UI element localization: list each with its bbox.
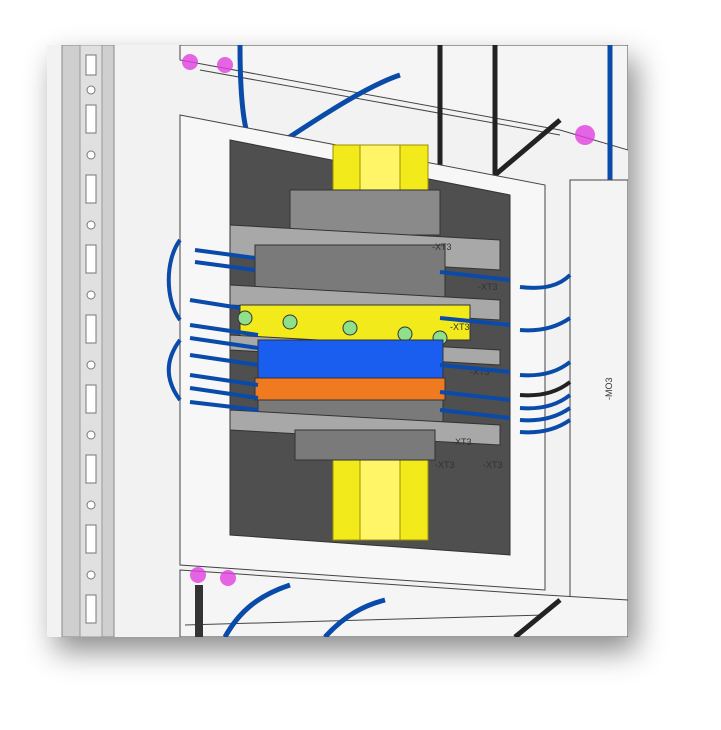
terminal-label: -XT3: [470, 367, 490, 377]
bottom-cable-duct: [179, 567, 628, 637]
terminal-label: -XT3: [435, 460, 455, 470]
terminal-label: -XT3: [450, 322, 470, 332]
terminal-block: -XT3 -XT3 -XT3 -XT3 -XT3 -XT3 -XT3: [229, 189, 503, 470]
cabinet-render: -MO3 -XT3 -XT3 -XT3 -XT3 -XT3 -XT3 -XT3: [61, 45, 628, 637]
cad-viewport[interactable]: -MO3 -XT3 -XT3 -XT3 -XT3 -XT3 -XT3 -XT3: [47, 45, 628, 637]
wires-right: [439, 270, 572, 435]
wires-left: [166, 238, 259, 412]
terminal-label: -XT3: [452, 437, 472, 447]
terminal-label: -XT3: [478, 282, 498, 292]
terminal-label: -XT3: [432, 242, 452, 252]
terminal-label: -XT3: [483, 460, 503, 470]
left-mounting-rail: [61, 45, 115, 637]
module-label: -MO3: [604, 378, 614, 401]
